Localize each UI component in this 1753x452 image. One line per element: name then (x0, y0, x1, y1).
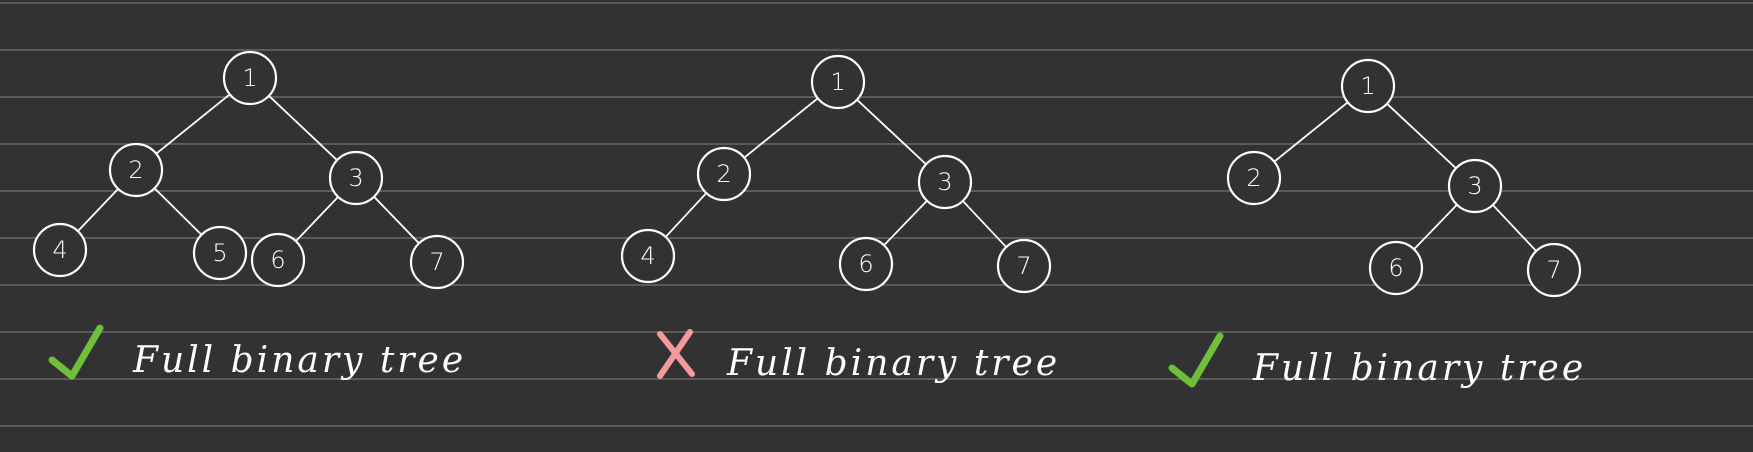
caption-full-binary-tree: Full binary tree (132, 340, 466, 381)
tree-node-6: 6 (250, 232, 306, 288)
tree-node-2: 2 (1226, 150, 1282, 206)
node-label: 2 (716, 160, 731, 188)
tree-edge-1-2 (155, 93, 231, 155)
tree-edge-2-4 (77, 187, 119, 233)
node-circle (1526, 242, 1582, 298)
node-circle (250, 232, 306, 288)
node-label: 3 (1467, 172, 1482, 200)
tree-edge-3-7 (373, 195, 420, 245)
node-circle (1226, 150, 1282, 206)
node-label: 1 (1360, 72, 1375, 100)
node-circle (32, 222, 88, 278)
tree-edge-1-2 (743, 97, 819, 159)
node-label: 7 (429, 248, 444, 276)
node-label: 6 (270, 246, 285, 274)
node-label: 1 (242, 64, 257, 92)
tree-node-2: 2 (696, 146, 752, 202)
tree-edge-2-5 (153, 187, 203, 236)
tree-node-7: 7 (996, 238, 1052, 294)
ruled-line (0, 96, 1753, 98)
node-circle (108, 142, 164, 198)
node-circle (1368, 240, 1424, 296)
ruled-line (0, 49, 1753, 51)
tree-node-3: 3 (917, 154, 973, 210)
tree-edge-3-6 (1413, 203, 1458, 251)
node-circle (192, 225, 248, 281)
node-circle (222, 50, 278, 106)
node-circle (409, 234, 465, 290)
node-label: 7 (1546, 256, 1561, 284)
tree-node-3: 3 (328, 150, 384, 206)
caption-full-binary-tree: Full binary tree (1252, 348, 1586, 389)
node-label: 7 (1016, 252, 1031, 280)
check-mark-icon (48, 324, 104, 380)
node-label: 2 (1246, 164, 1261, 192)
tree-edge-3-7 (961, 200, 1008, 248)
tree-node-7: 7 (409, 234, 465, 290)
node-circle (1447, 158, 1503, 214)
check-mark-icon (1168, 332, 1224, 388)
node-circle (996, 238, 1052, 294)
tree-edge-3-7 (1491, 204, 1538, 252)
tree-node-6: 6 (838, 236, 894, 292)
node-label: 4 (52, 236, 67, 264)
tree-edge-1-3 (268, 94, 338, 162)
tree-edge-3-6 (883, 199, 928, 247)
tree-edge-1-3 (856, 98, 927, 166)
tree-edge-3-6 (295, 195, 339, 243)
tree-edge-2-4 (664, 192, 708, 238)
cross-mark-icon (657, 329, 695, 379)
node-circle (810, 54, 866, 110)
node-label: 3 (348, 164, 363, 192)
node-label: 3 (937, 168, 952, 196)
ruled-line (0, 425, 1753, 427)
ruled-line (0, 378, 1753, 380)
node-label: 5 (212, 239, 227, 267)
tree-node-2: 2 (108, 142, 164, 198)
node-label: 6 (1388, 254, 1403, 282)
ruled-line (0, 237, 1753, 239)
tree-node-7: 7 (1526, 242, 1582, 298)
ruled-line (0, 190, 1753, 192)
tree-node-4: 4 (32, 222, 88, 278)
tree-node-1: 1 (222, 50, 278, 106)
tree-edge-1-3 (1386, 102, 1457, 170)
ruled-line (0, 143, 1753, 145)
tree-node-3: 3 (1447, 158, 1503, 214)
node-label: 4 (640, 242, 655, 270)
ruled-line (0, 2, 1753, 4)
ruled-line (0, 331, 1753, 333)
node-circle (620, 228, 676, 284)
node-label: 2 (128, 156, 143, 184)
node-circle (917, 154, 973, 210)
node-circle (696, 146, 752, 202)
tree-node-5: 5 (192, 225, 248, 281)
tree-node-1: 1 (810, 54, 866, 110)
node-label: 6 (858, 250, 873, 278)
tree-edge-1-2 (1273, 101, 1349, 163)
node-circle (1340, 58, 1396, 114)
node-circle (328, 150, 384, 206)
tree-node-1: 1 (1340, 58, 1396, 114)
node-label: 1 (830, 68, 845, 96)
tree-node-4: 4 (620, 228, 676, 284)
tree-node-6: 6 (1368, 240, 1424, 296)
node-circle (838, 236, 894, 292)
caption-full-binary-tree: Full binary tree (726, 343, 1060, 384)
